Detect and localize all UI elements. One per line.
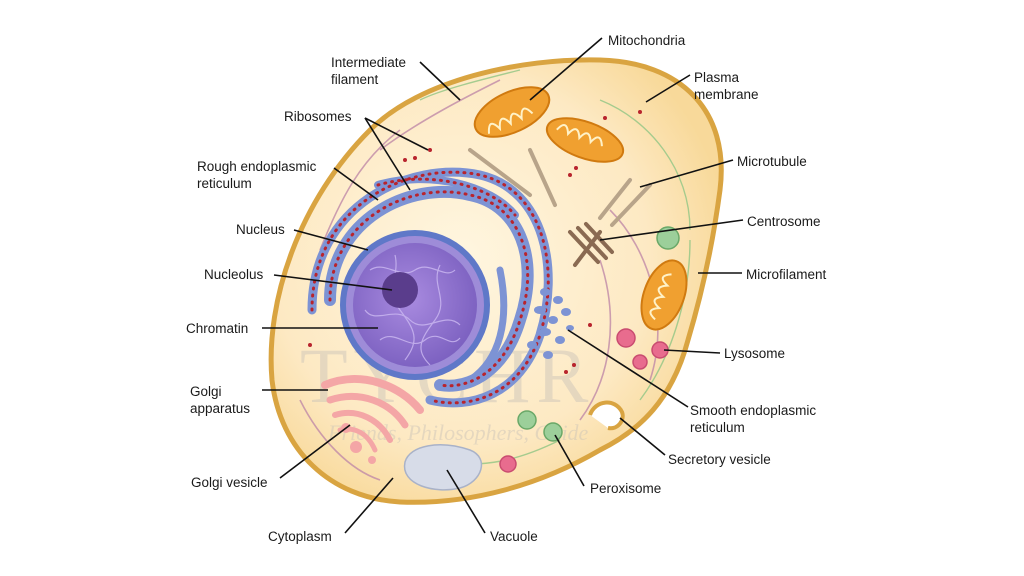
secretory-vesicle-shape xyxy=(588,400,625,431)
leader-centrosome xyxy=(599,219,744,241)
label-lysosome: Lysosome xyxy=(724,346,786,361)
leader-ribosomes-a xyxy=(364,117,411,191)
label-mitochondria: Mitochondria xyxy=(608,33,686,48)
golgi-apparatus-shape xyxy=(321,375,424,453)
label-nucleolus: Nucleolus xyxy=(204,267,264,282)
leader-lines xyxy=(262,37,744,534)
leader-smooth-er xyxy=(567,329,689,408)
label-ribosomes: Ribosomes xyxy=(284,109,352,124)
leader-secretory-vesicle xyxy=(619,417,666,456)
leader-ribosomes-b xyxy=(364,117,429,151)
label-microtubule: Microtubule xyxy=(737,154,807,169)
label-rough-er: Rough endoplasmic reticulum xyxy=(197,159,317,191)
leader-golgi-vesicle xyxy=(279,424,351,479)
label-microfilament: Microfilament xyxy=(746,267,827,282)
plasma-membrane-shape xyxy=(268,57,724,505)
label-vacuole: Vacuole xyxy=(490,529,538,544)
leader-lysosome xyxy=(663,349,721,354)
nucleus-body xyxy=(353,243,477,367)
rough-er-ribosome-dots xyxy=(310,170,550,405)
chromatin-strands xyxy=(364,254,461,366)
vacuole-shape xyxy=(403,444,483,491)
label-intermediate-filament: Intermediate filament xyxy=(331,55,407,87)
leader-rough-er xyxy=(333,167,379,201)
label-smooth-er: Smooth endoplasmic reticulum xyxy=(690,403,817,435)
label-cytoplasm: Cytoplasm xyxy=(268,529,332,544)
free-ribosomes xyxy=(308,110,642,374)
label-plasma-membrane: Plasma membrane xyxy=(694,70,759,102)
label-nucleus: Nucleus xyxy=(236,222,285,237)
mitochondrion-top-right xyxy=(545,117,625,163)
label-secretory-vesicle: Secretory vesicle xyxy=(668,452,771,467)
peroxisomes xyxy=(517,226,680,442)
leader-peroxisome xyxy=(554,434,585,487)
label-chromatin: Chromatin xyxy=(186,321,249,336)
leader-nucleus xyxy=(293,229,369,251)
label-golgi-vesicle: Golgi vesicle xyxy=(191,475,268,490)
leader-vacuole xyxy=(446,469,486,534)
microtubules xyxy=(468,148,652,227)
mitochondrion-right xyxy=(640,259,688,331)
nucleolus-shape xyxy=(382,272,418,308)
label-golgi-apparatus: Golgi apparatus xyxy=(190,384,251,416)
leader-plasma-membrane xyxy=(645,74,691,103)
label-centrosome: Centrosome xyxy=(747,214,821,229)
leader-mitochondria xyxy=(529,37,603,101)
leader-cytoplasm xyxy=(344,477,394,534)
leader-nucleolus xyxy=(273,274,393,291)
smooth-endoplasmic-reticulum xyxy=(527,288,574,359)
leader-intermediate-filament xyxy=(419,61,461,101)
label-peroxisome: Peroxisome xyxy=(590,481,662,496)
centrosome xyxy=(568,222,614,267)
lysosomes xyxy=(499,328,669,473)
leader-microtubule xyxy=(639,159,734,188)
